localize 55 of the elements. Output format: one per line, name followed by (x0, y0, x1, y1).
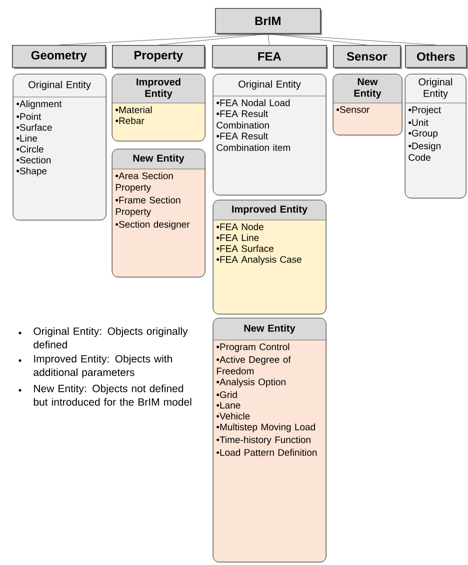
item-text: •FEA Result Combination (216, 110, 269, 129)
entity-heading: Improved Entity (232, 205, 308, 215)
item-text: •Lane (216, 402, 240, 409)
category-box: Geometry (12, 45, 107, 69)
item-text: •Analysis Option (216, 378, 286, 388)
item-text: •Point (16, 112, 42, 120)
item-text: •Active Degree of Freedom (216, 356, 291, 374)
item-text: •Load Pattern Definition (216, 448, 317, 456)
connector-line (268, 34, 436, 46)
item-text: •Line (16, 134, 38, 142)
item-text: •Surface (16, 124, 52, 131)
item-text: •Shape (16, 167, 47, 176)
item-text: •Multistep Moving Load (216, 423, 315, 432)
item-text: •Area Section Property (116, 172, 173, 193)
item-text: •Rebar (116, 117, 144, 124)
connector-line (58, 34, 268, 46)
item-text: •Program Control (216, 343, 290, 352)
entity-heading: Original Entity (418, 78, 452, 99)
item-text: •Unit (408, 118, 428, 126)
entity-heading: Original Entity (238, 80, 301, 90)
connector-line (268, 34, 270, 46)
item-text: •Circle (16, 146, 44, 153)
category-box: Sensor (333, 45, 402, 69)
connector-line (158, 34, 268, 46)
item-text: •Grid (216, 391, 237, 398)
item-text: •Vehicle (216, 412, 250, 420)
category-box: BrIM (215, 8, 322, 35)
note-text: Improved Entity: Objects with additional parameters (34, 354, 172, 378)
item-text: •FEA Line (216, 234, 259, 242)
item-text: •Project (408, 106, 441, 116)
item-text: •FEA Surface (216, 244, 274, 252)
note-text: Original Entity: Objects originally defined (34, 327, 188, 348)
entity-heading: Original Entity (28, 80, 91, 90)
item-text: •Design Code (408, 142, 440, 161)
connector-line (268, 34, 368, 46)
item-text: •FEA Result Combination item (216, 132, 290, 151)
item-text: •Material (116, 106, 152, 114)
item-text: •Group (408, 130, 438, 138)
item-text: •Section designer (116, 220, 190, 230)
item-text: •Frame Section Property (116, 196, 180, 217)
entity-heading: Improved Entity (136, 78, 180, 99)
note-text: New Entity: Objects not defined but introduced for the BrIM model (34, 384, 192, 406)
category-box: FEA (212, 45, 328, 69)
item-text: •FEA Node (216, 223, 264, 230)
item-text: •FEA Analysis Case (216, 256, 302, 265)
item-text: •Alignment (16, 100, 62, 110)
category-box: Others (405, 45, 468, 69)
item-text: •Time-history Function (216, 436, 310, 445)
entity-heading: New Entity (354, 78, 382, 99)
entity-heading: New Entity (244, 324, 296, 334)
category-box: Property (112, 45, 206, 69)
item-text: •FEA Nodal Load (216, 99, 290, 106)
item-text: •Sensor (336, 106, 370, 113)
item-text: •Section (16, 156, 51, 164)
entity-heading: New Entity (133, 154, 184, 164)
